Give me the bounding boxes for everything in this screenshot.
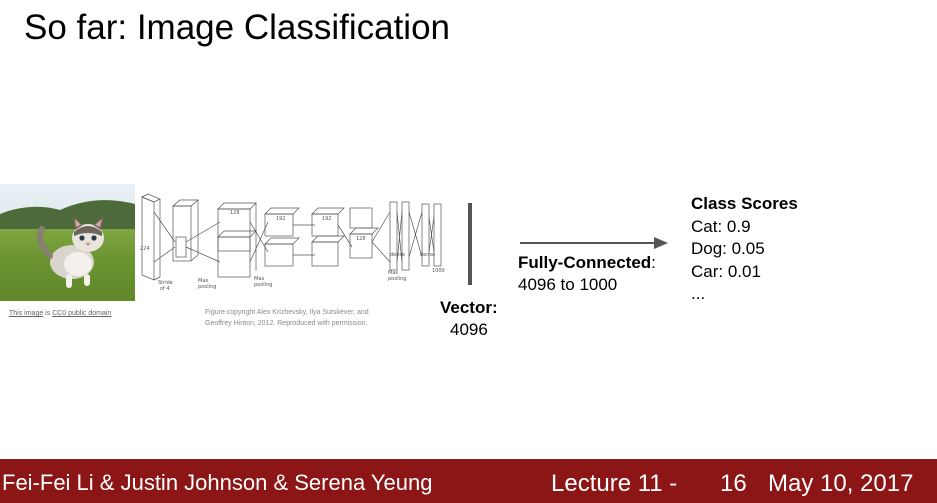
score-item: Dog: 0.05 — [691, 239, 765, 258]
license-link[interactable]: CC0 public domain — [52, 310, 112, 317]
vector-value: 4096 — [450, 320, 488, 339]
score-item: Car: 0.01 — [691, 261, 761, 281]
svg-text:pooling: pooling — [198, 284, 216, 290]
fully-connected-label: Fully-Connected: — [518, 253, 656, 272]
kitten-photo — [0, 184, 135, 301]
svg-text:dense: dense — [420, 252, 435, 258]
svg-text:Max: Max — [388, 270, 398, 276]
fully-connected-value: 4096 to 1000 — [518, 275, 618, 294]
footer-lecture: Lecture 11 - — [551, 470, 678, 497]
score-item: Cat: 0.9 — [691, 216, 751, 236]
svg-text:Max: Max — [254, 276, 264, 282]
class-scores: Class Scores Cat: 0.9 Dog: 0.05 Car: 0.0… — [691, 193, 798, 306]
svg-text:of 4: of 4 — [160, 286, 170, 292]
footer-date: May 10, 2017 — [768, 470, 914, 497]
svg-text:128: 128 — [230, 210, 240, 216]
svg-text:Max: Max — [198, 278, 208, 284]
slide-title: So far: Image Classification — [24, 8, 451, 47]
svg-text:224: 224 — [140, 246, 150, 252]
svg-text:dense: dense — [390, 252, 405, 258]
svg-text:pooling: pooling — [388, 276, 406, 282]
svg-text:pooling: pooling — [254, 282, 272, 288]
svg-text:128: 128 — [356, 236, 366, 242]
figure-credit: Figure copyright Alex Krizhevsky, Ilya S… — [205, 309, 369, 327]
class-scores-header: Class Scores — [691, 194, 798, 213]
svg-text:Stride: Stride — [158, 280, 173, 286]
alexnet-diagram: 224 Stride of 4 Max pooling Max pooling … — [140, 193, 445, 292]
svg-text:1000: 1000 — [432, 268, 445, 274]
svg-text:192: 192 — [322, 216, 332, 222]
arrow-right-icon — [520, 237, 668, 249]
vector-label: Vector: — [440, 298, 498, 317]
score-item: ... — [691, 284, 706, 303]
footer-authors: Fei-Fei Li & Justin Johnson & Serena Yeu… — [2, 470, 433, 495]
footer-page-number: 16 — [720, 470, 747, 497]
image-caption: This image is CC0 public domain — [9, 310, 112, 317]
footer-bar — [0, 459, 937, 503]
image-caption-link[interactable]: This image — [9, 310, 44, 317]
vector-bar — [468, 203, 472, 285]
svg-text:192: 192 — [276, 216, 286, 222]
